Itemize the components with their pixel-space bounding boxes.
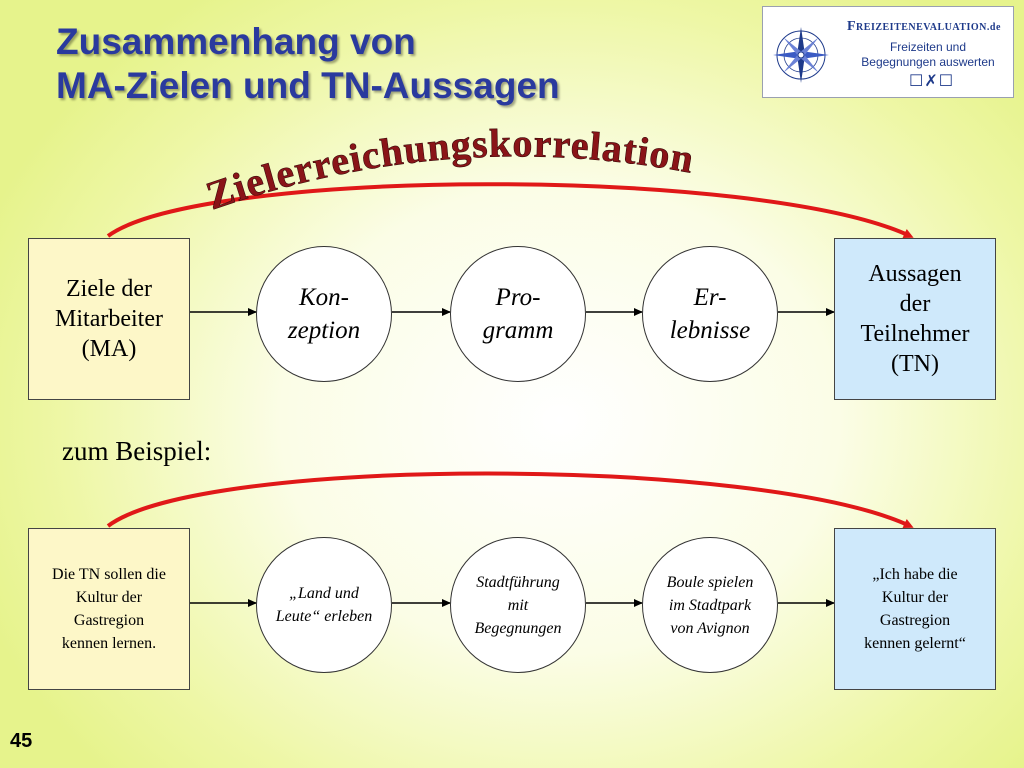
top-correlation-arc	[106, 182, 914, 239]
logo-box: Freizeitenevaluation.de Freizeiten und B…	[762, 6, 1014, 98]
logo-tagline-1: Freizeiten und	[889, 40, 967, 54]
logo-brand: Freizeitenevaluation.de	[847, 19, 1001, 34]
ma-goals-box: Ziele der Mitarbeiter (MA)	[28, 238, 190, 400]
example-circle-land-und-leute: „Land und Leute“ erleben	[256, 537, 392, 673]
logo-brand-suffix: .de	[986, 22, 1001, 33]
compass-rose-icon	[773, 27, 829, 83]
title-line-1: Zusammenhang von	[56, 21, 416, 62]
page-title: Zusammenhang von MA-Zielen und TN-Aussag…	[56, 20, 560, 108]
arc-label: Zielerreichungskorrelation	[200, 120, 698, 218]
logo-checkbox-marks: ☐✗☐	[909, 73, 955, 90]
title-line-2: MA-Zielen und TN-Aussagen	[56, 65, 560, 106]
example-label: zum Beispiel:	[62, 436, 212, 466]
page-number: 45	[10, 730, 33, 752]
example-circle-stadtfuehrung: Stadtführung mit Begegnungen	[450, 537, 586, 673]
tn-statements-box: Aussagen der Teilnehmer (TN)	[834, 238, 996, 400]
example-statement-box: „Ich habe die Kultur der Gastregion kenn…	[834, 528, 996, 690]
logo-tagline-2: Begegnungen auswerten	[861, 55, 995, 69]
step-circle-programm: Pro- gramm	[450, 246, 586, 382]
example-circle-boule: Boule spielen im Stadtpark von Avignon	[642, 537, 778, 673]
bottom-correlation-arc	[106, 471, 914, 529]
example-goal-box: Die TN sollen die Kultur der Gastregion …	[28, 528, 190, 690]
step-circle-konzeption: Kon- zeption	[256, 246, 392, 382]
step-circle-erlebnisse: Er- lebnisse	[642, 246, 778, 382]
